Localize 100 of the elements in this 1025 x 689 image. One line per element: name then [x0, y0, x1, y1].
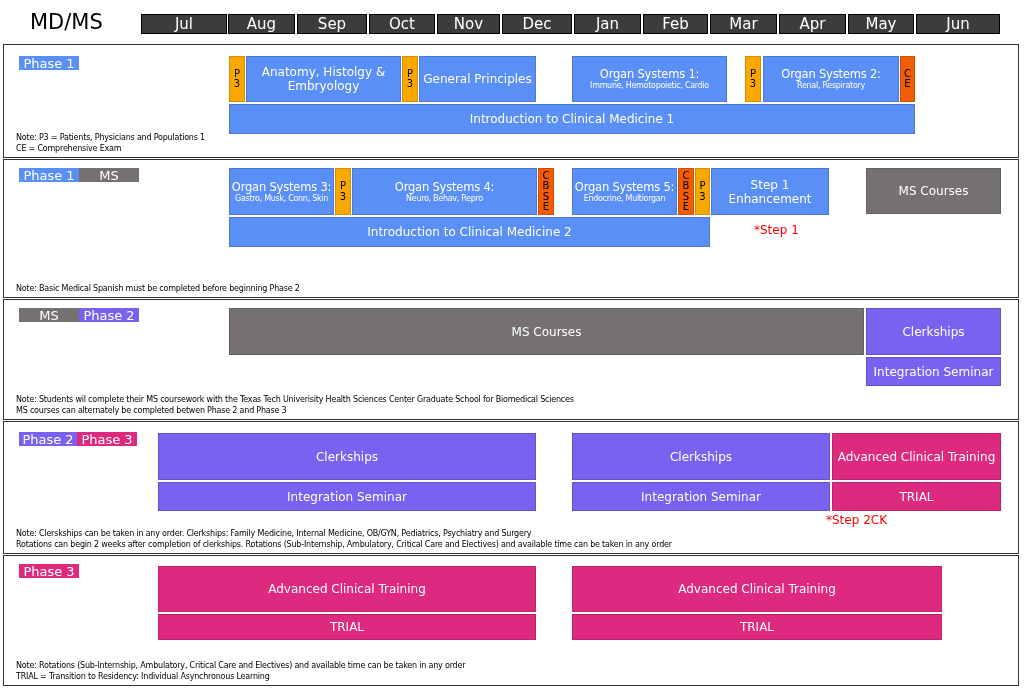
- note-text: Note: Clerskships can be taken in any order. Clerkships: Family Medicine, Internal Medicine, OB/GYN, Pediatrics, Psychiatry and Surgery: [16, 529, 533, 540]
- course-label: Advanced Clinical Training: [268, 582, 426, 596]
- note-text: Note: P3 = Patients, Physicians and Populations 1: [16, 133, 205, 144]
- step-exam-note: *Step 2CK: [826, 513, 888, 527]
- exam-bar: [695, 168, 710, 215]
- course-bar: [866, 357, 1001, 386]
- course-bar: [572, 482, 830, 511]
- course-bar: [572, 168, 677, 215]
- course-bar: [229, 104, 915, 134]
- course-bar: [246, 56, 401, 102]
- course-label: Integration Seminar: [287, 489, 407, 504]
- phase-panel: [3, 421, 1019, 554]
- note-text: TRIAL = Transition to Residency: Individual Asynchronous Learning: [16, 671, 271, 682]
- exam-bar: [229, 56, 245, 102]
- course-label: Organ Systems 5:: [574, 179, 675, 194]
- phase-tag: [79, 168, 139, 182]
- course-bar: [866, 308, 1001, 355]
- note-text: MS courses can alternately be completed betwen Phase 2 and Phase 3: [16, 405, 288, 416]
- course-label: Clerkships: [902, 324, 965, 339]
- month-label: Nov: [453, 15, 484, 33]
- course-label: MS Courses: [898, 184, 969, 198]
- course-bar: [866, 168, 1001, 214]
- tag-label: Phase 1: [23, 55, 75, 71]
- course-subtitle: Endocrine, Multiorgan: [583, 193, 666, 204]
- course-label: General Principles: [423, 72, 532, 86]
- note-text: Note: Students wil complete their MS coursework with the Texas Tech Univerisity Health Sciences Center Graduate School for Biomedical Sciences: [16, 395, 574, 406]
- phase-tag: [19, 564, 79, 578]
- month-label: Jan: [595, 15, 620, 33]
- tag-label: Phase 1: [23, 167, 75, 183]
- exam-label: P3: [406, 68, 414, 90]
- course-bar: [763, 56, 899, 102]
- month-label: Dec: [522, 15, 552, 33]
- course-subtitle: Immune, Hemotopoietic, Cardio: [590, 81, 709, 91]
- phase-panel: [3, 159, 1019, 298]
- tag-label: Phase 2: [22, 431, 74, 447]
- phase-tag: [79, 308, 139, 322]
- phase-tag: [19, 308, 79, 322]
- exam-bar: [678, 168, 694, 215]
- course-label: Introduction to Clinical Medicine 2: [367, 225, 572, 239]
- course-label: Organ Systems 4:: [394, 179, 495, 194]
- tag-label: MS: [99, 167, 119, 183]
- note-text: Note: Basic Medical Spanish must be completed before beginning Phase 2: [16, 283, 300, 294]
- course-bar: [158, 482, 536, 511]
- course-label: TRIAL: [329, 620, 365, 634]
- course-bar: [229, 168, 334, 215]
- exam-label: CBSE: [542, 170, 550, 213]
- month-label: Oct: [389, 15, 415, 33]
- tag-label: Phase 2: [83, 307, 135, 323]
- exam-bar: [745, 56, 761, 102]
- course-label: MS Courses: [511, 324, 582, 339]
- month-header: [916, 14, 1000, 34]
- course-bar: [572, 433, 830, 480]
- exam-label: CE: [903, 68, 912, 90]
- note-text: CE = Comprehensive Exam: [16, 143, 123, 154]
- course-bar: [572, 566, 942, 612]
- course-label: Introduction to Clinical Medicine 1: [469, 112, 675, 126]
- course-bar: [229, 217, 710, 247]
- exam-bar: [538, 168, 554, 215]
- month-header: [574, 14, 641, 34]
- course-label: Clerkships: [669, 449, 732, 464]
- month-header: [710, 14, 777, 34]
- exam-bar: [335, 168, 351, 215]
- exam-label: P3: [698, 181, 707, 202]
- course-bar: [158, 433, 536, 480]
- month-label: Mar: [729, 15, 758, 33]
- course-bar: [419, 56, 536, 102]
- course-label: Clerkships: [315, 449, 378, 464]
- diagram-title: MD/MS: [30, 10, 103, 34]
- exam-label: CBSE: [682, 170, 690, 213]
- month-header: [228, 14, 295, 34]
- course-bar: [572, 614, 942, 640]
- note-text: Rotations can begin 2 weeks after completion of clerkships. Rotations (Sub-Internship, Ambulatory, Critical Care and Electives) and available time can be taken in any order: [16, 539, 672, 550]
- phase-panel: [3, 44, 1019, 158]
- tag-label: Phase 3: [23, 563, 75, 579]
- course-bar: [158, 566, 536, 612]
- exam-label: P3: [749, 68, 757, 90]
- phase-panel: [3, 299, 1019, 420]
- month-header: [643, 14, 708, 34]
- course-bar: [158, 614, 536, 640]
- month-header: [369, 14, 435, 34]
- month-header: [779, 14, 846, 34]
- month-label: Jul: [174, 15, 194, 33]
- course-bar: [229, 308, 864, 355]
- course-subtitle: Neuro, Behav, Repro: [406, 193, 483, 204]
- course-label: Integration Seminar: [873, 364, 994, 379]
- exam-label: P3: [233, 68, 241, 90]
- phase-tag: [19, 168, 79, 182]
- course-label: Advanced Clinical Training: [678, 582, 836, 596]
- month-label: Sep: [317, 15, 347, 33]
- course-label: Organ Systems 3:: [231, 179, 332, 194]
- exam-bar: [900, 56, 915, 102]
- course-bar: [572, 56, 727, 102]
- step-exam-note: *Step 1: [754, 223, 799, 237]
- exam-bar: [402, 56, 418, 102]
- month-label: Jun: [946, 15, 970, 33]
- course-label: Organ Systems 1:: [599, 67, 700, 81]
- phase-tag: [19, 56, 79, 70]
- month-label: Apr: [799, 15, 826, 33]
- month-label: Aug: [246, 15, 277, 33]
- tag-label: Phase 3: [81, 431, 133, 447]
